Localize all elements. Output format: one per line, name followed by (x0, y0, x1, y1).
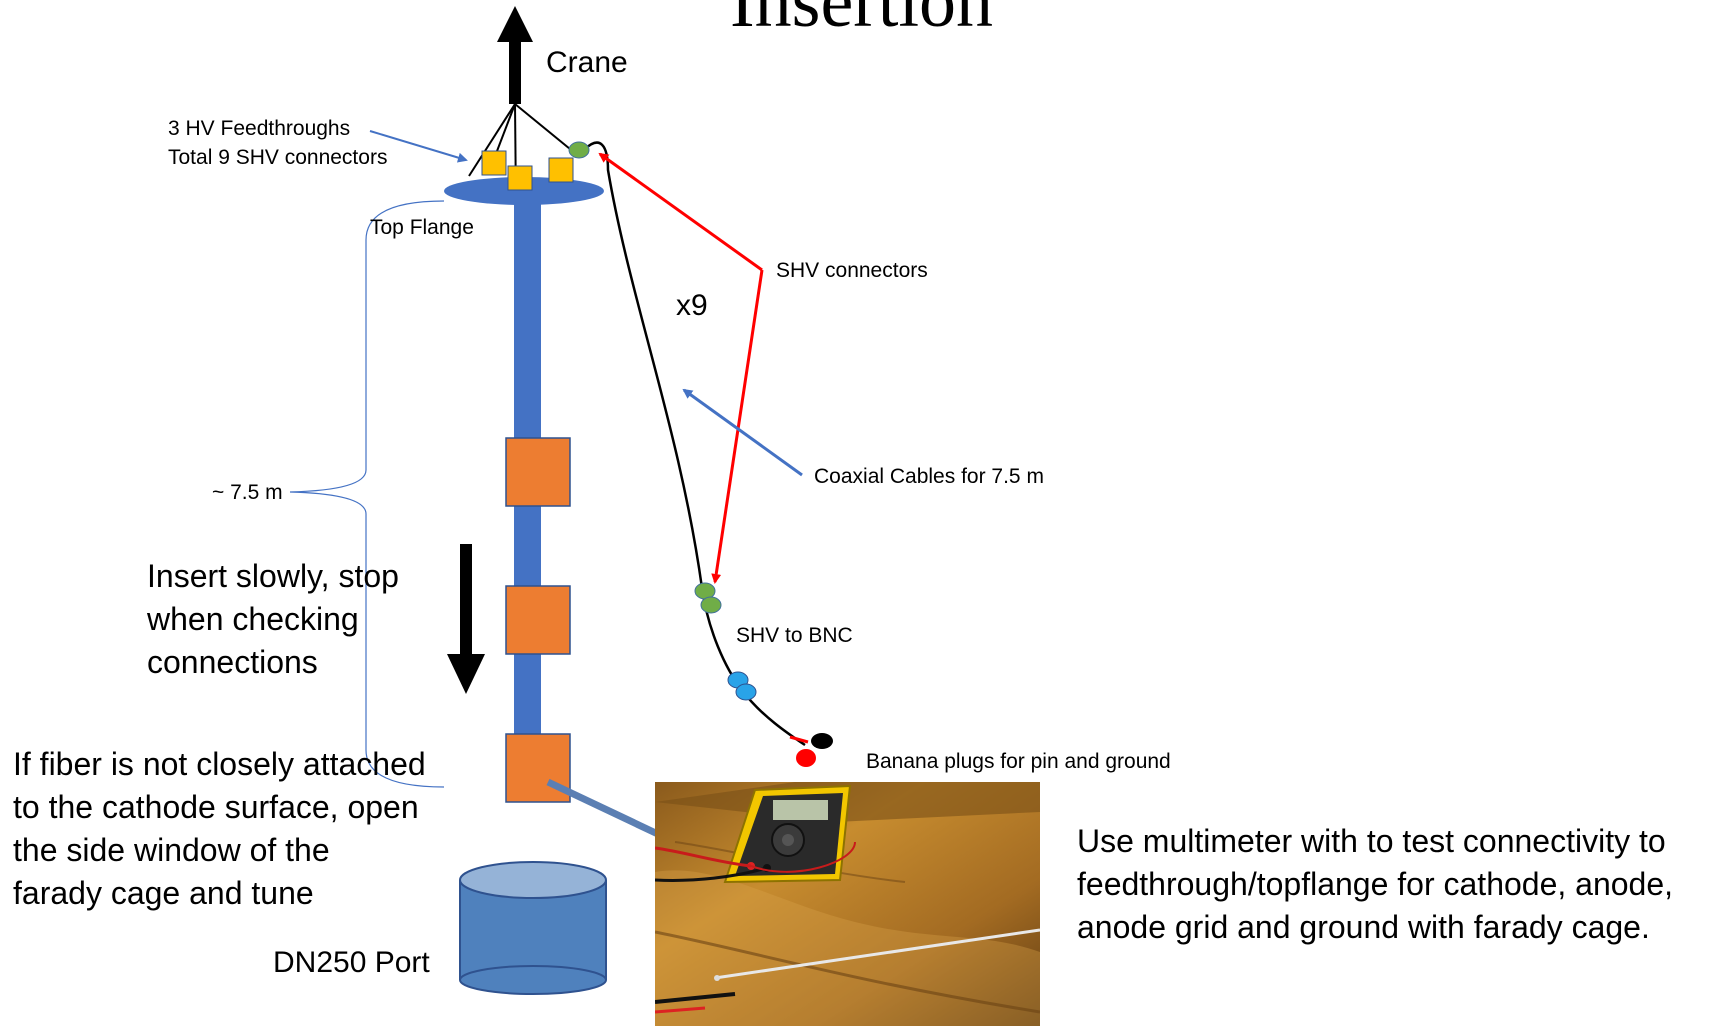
shv-connector-top (568, 141, 590, 159)
feedthroughs-label-line2: Total 9 SHV connectors (168, 146, 388, 169)
shv-connector-lower-2 (700, 596, 722, 614)
cable-count-label: x9 (676, 289, 708, 322)
multimeter-note-line2: feedthrough/topflange for cathode, anode… (1077, 866, 1674, 902)
fiber-note-line1: If fiber is not closely attached (13, 746, 426, 782)
fiber-note-line3: the side window of the (13, 832, 330, 868)
insert-note-line3: connections (147, 644, 318, 680)
multimeter-icon (723, 784, 852, 884)
crane-label: Crane (546, 46, 628, 79)
hv-feedthrough-3 (548, 157, 574, 183)
banana-plug-ground (811, 733, 833, 749)
slide-title: Insertion (730, 0, 994, 43)
shv-connectors-label: SHV connectors (776, 259, 928, 282)
insert-note-line1: Insert slowly, stop (147, 558, 399, 594)
bnc-connector-2 (735, 683, 757, 701)
feedthrough-pointer-arrow (369, 130, 468, 163)
banana-plug-pin (796, 749, 816, 767)
shv-to-bnc-label: SHV to BNC (736, 624, 853, 647)
insert-note-line2: when checking (147, 601, 359, 637)
fiber-note-line4: farady cage and tune (13, 875, 314, 911)
banana-plugs-label: Banana plugs for pin and ground (866, 750, 1171, 773)
feedthroughs-label-line1: 3 HV Feedthroughs (168, 117, 351, 140)
module-upper (505, 437, 571, 507)
length-brace (289, 200, 445, 788)
coax-pointer-arrow (682, 388, 803, 477)
multimeter-note-line3: anode grid and ground with farady cage. (1077, 909, 1650, 945)
dn250-port-label: DN250 Port (273, 946, 430, 979)
photo-pointer-line (546, 778, 664, 840)
shv-pointer-arrows (598, 152, 764, 584)
length-label: ~ 7.5 m (212, 481, 283, 504)
multimeter-photo (655, 782, 1040, 1026)
fiber-note-line2: to the cathode surface, open (13, 789, 419, 825)
dn250-port (459, 861, 607, 995)
module-lower (505, 733, 571, 803)
coaxial-cable (584, 141, 806, 747)
top-flange-label: Top Flange (370, 216, 474, 239)
multimeter-note-line1: Use multimeter with to test connectivity… (1077, 823, 1666, 859)
hv-feedthrough-2 (507, 165, 533, 191)
coaxial-cables-label: Coaxial Cables for 7.5 m (814, 465, 1044, 488)
hv-feedthrough-1 (481, 150, 507, 176)
module-middle (505, 585, 571, 655)
top-flange (444, 177, 604, 205)
insert-down-arrow (447, 544, 485, 694)
crane-arrow (497, 6, 533, 104)
